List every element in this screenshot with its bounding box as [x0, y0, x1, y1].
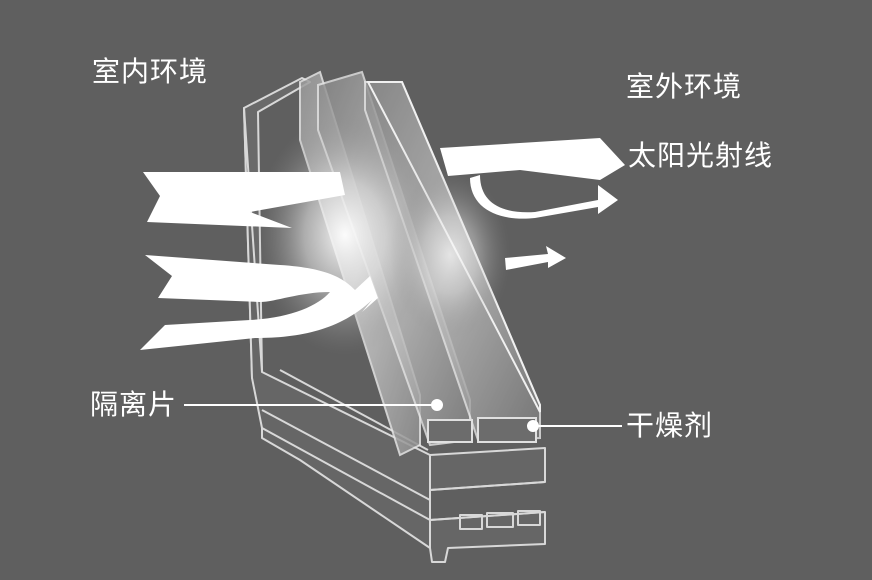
- leader-lines: [184, 399, 622, 432]
- desiccant-label: 干燥剂: [626, 409, 714, 442]
- indoor-heat-arrow-top: [143, 172, 345, 228]
- solar-arrow-reflected: [470, 175, 618, 219]
- solar-arrow-incoming: [440, 138, 625, 180]
- outdoor-label: 室外环境: [626, 70, 743, 103]
- spacer-label: 隔离片: [90, 388, 178, 421]
- indoor-heat-arrow-u-turn: [140, 255, 378, 350]
- light-glow-2: [390, 170, 510, 340]
- spacer-chambers: [427, 417, 537, 443]
- solar-arrow-transmitted: [505, 246, 566, 270]
- indoor-label: 室内环境: [92, 55, 209, 88]
- solar-radiation-label: 太阳光射线: [628, 139, 774, 172]
